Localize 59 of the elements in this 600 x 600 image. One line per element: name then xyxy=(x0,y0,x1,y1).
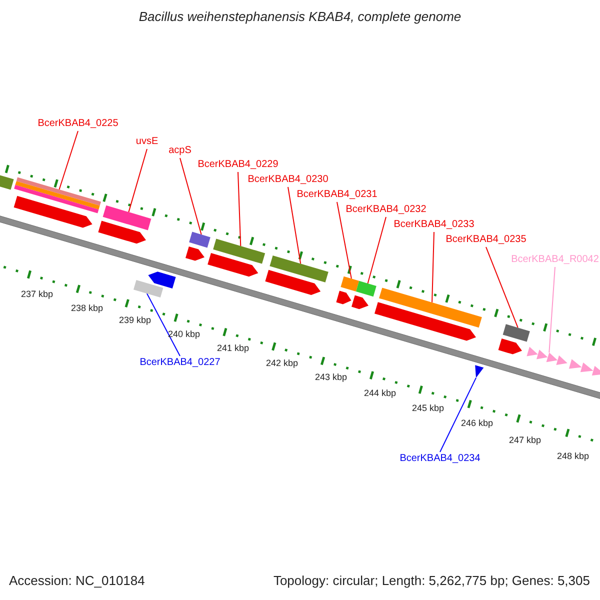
gene-marker xyxy=(475,365,484,378)
gene-bar xyxy=(502,324,530,342)
gene-label: BcerKBAB4_0225 xyxy=(38,118,118,130)
footer-text: Topology: circular; Length: 5,262,775 bp; Genes: 5,305 xyxy=(273,575,590,587)
scale-label: 238 kbp xyxy=(70,302,104,314)
gene-label: BcerKBAB4_0231 xyxy=(296,189,378,201)
gene-label: BcerKBAB4_0229 xyxy=(198,159,278,171)
gene-label: BcerKBAB4_R0042 xyxy=(511,254,599,266)
scale-label: 247 kbp xyxy=(508,434,542,446)
gene-bar xyxy=(134,280,164,298)
gene-feature xyxy=(526,346,600,376)
leader-line xyxy=(288,186,302,264)
leader-line xyxy=(146,293,180,356)
gene-feature xyxy=(14,196,92,228)
gene-feature xyxy=(14,177,101,214)
gene-bar xyxy=(189,232,210,248)
gene-bar xyxy=(340,276,360,292)
scale-label: 244 kbp xyxy=(364,387,396,399)
gene-feature xyxy=(265,270,321,295)
footer-text: Accession: NC_010184 xyxy=(9,575,145,587)
gene-label: uvsE xyxy=(136,136,158,148)
gene-label: BcerKBAB4_0235 xyxy=(446,234,526,246)
gene-feature xyxy=(352,295,368,310)
leader-line xyxy=(336,202,352,280)
gene-label: BcerKBAB4_0227 xyxy=(140,357,220,369)
leader-line xyxy=(367,216,386,284)
gene-label: BcerKBAB4_0233 xyxy=(394,219,474,231)
gene-bar xyxy=(102,205,152,230)
scale-label: 240 kbp xyxy=(168,328,200,340)
gene-feature xyxy=(498,338,522,354)
scale-label: 239 kbp xyxy=(118,314,152,326)
gene-feature xyxy=(148,272,176,288)
gene-bar xyxy=(379,288,482,328)
gene-feature xyxy=(208,253,258,277)
leader-line xyxy=(432,232,434,303)
gene-feature xyxy=(98,220,146,244)
gene-label: acpS xyxy=(168,145,192,157)
leader-line xyxy=(440,377,477,452)
gene-label: BcerKBAB4_0234 xyxy=(400,453,480,465)
gene-feature xyxy=(374,302,476,341)
gene-bar xyxy=(213,238,266,264)
gene-label: BcerKBAB4_0230 xyxy=(248,174,328,186)
scale-label: 242 kbp xyxy=(266,357,298,369)
scale-label: 241 kbp xyxy=(216,342,250,354)
gene-label: BcerKBAB4_0232 xyxy=(346,204,426,216)
scale-label: 243 kbp xyxy=(314,371,348,383)
leader-line xyxy=(58,130,78,190)
scale-label: 246 kbp xyxy=(460,417,494,429)
gene-bar xyxy=(270,256,328,282)
scale-label: 237 kbp xyxy=(20,288,54,300)
gene-feature xyxy=(0,173,14,190)
gene-feature xyxy=(336,290,352,304)
gene-feature xyxy=(186,246,204,261)
leader-line xyxy=(128,148,148,213)
gene-bar xyxy=(356,280,376,297)
scale-label: 248 kbp xyxy=(556,450,590,462)
leader-line xyxy=(548,266,556,353)
scale-label: 245 kbp xyxy=(412,402,444,414)
title: Bacillus weihenstephanensis KBAB4, complete genome xyxy=(138,11,462,23)
